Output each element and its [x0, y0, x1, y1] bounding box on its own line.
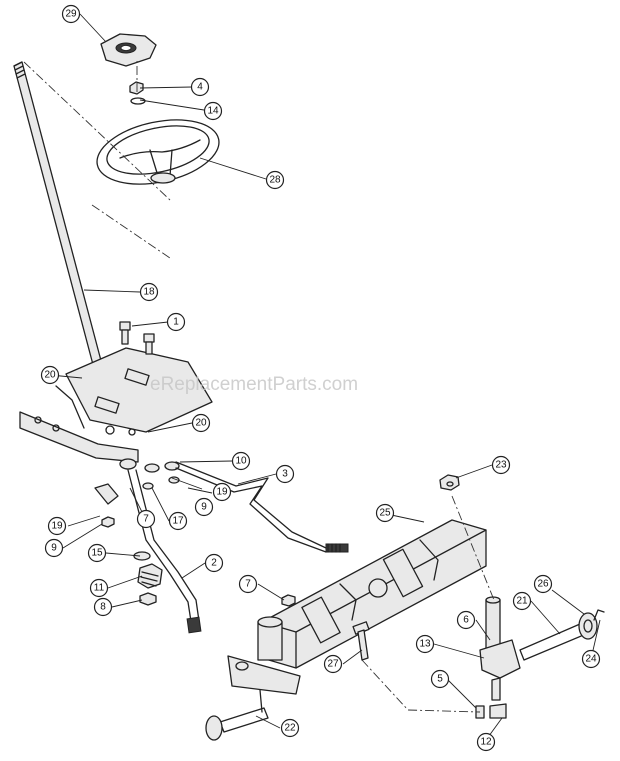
- callout-23: 23: [491, 455, 511, 475]
- svg-text:27: 27: [327, 659, 339, 670]
- svg-text:9: 9: [51, 543, 57, 554]
- svg-text:19: 19: [216, 487, 228, 498]
- callout-10: 10: [231, 451, 251, 471]
- svg-text:15: 15: [91, 548, 103, 559]
- callout-19: 19: [212, 482, 232, 502]
- drag-link: [127, 469, 202, 634]
- callout-9: 9: [194, 497, 214, 517]
- right-axle-shaft: [519, 612, 598, 661]
- callout-4: 4: [190, 77, 210, 97]
- callout-21: 21: [512, 591, 532, 611]
- callout-29: 29: [61, 4, 81, 24]
- steering-gear: [94, 483, 163, 606]
- callout-19: 19: [47, 516, 67, 536]
- callout-28: 28: [265, 170, 285, 190]
- axle-pivot-nut: [439, 474, 460, 491]
- callout-9: 9: [44, 538, 64, 558]
- svg-text:25: 25: [379, 508, 391, 519]
- svg-text:7: 7: [143, 514, 149, 525]
- callout-13: 13: [415, 634, 435, 654]
- callout-24: 24: [581, 649, 601, 669]
- svg-text:20: 20: [44, 370, 56, 381]
- callout-12: 12: [476, 732, 496, 752]
- svg-text:13: 13: [419, 639, 431, 650]
- svg-text:4: 4: [197, 82, 203, 93]
- callout-17: 17: [168, 511, 188, 531]
- svg-text:10: 10: [235, 456, 247, 467]
- svg-text:8: 8: [100, 602, 106, 613]
- bracket-bolt: [143, 333, 155, 355]
- callout-25: 25: [375, 503, 395, 523]
- svg-text:20: 20: [195, 418, 207, 429]
- callout-11: 11: [89, 578, 109, 598]
- callout-7: 7: [238, 574, 258, 594]
- steering-shaft: [13, 61, 105, 377]
- watermark: eReplacementParts.com: [150, 374, 358, 395]
- axle-pivot-bolt: [352, 621, 370, 661]
- assembly-line: [361, 659, 481, 713]
- callout-1: 1: [166, 312, 186, 332]
- callout-18: 18: [139, 282, 159, 302]
- pivot-bushing: [119, 458, 180, 490]
- callout-3: 3: [275, 464, 295, 484]
- svg-text:26: 26: [537, 579, 549, 590]
- svg-text:29: 29: [65, 9, 77, 20]
- callout-5: 5: [430, 669, 450, 689]
- steering-wheel: [96, 119, 220, 185]
- svg-text:11: 11: [94, 583, 105, 594]
- steering-washer: [130, 97, 146, 105]
- left-spindle-housing: [227, 616, 301, 695]
- svg-text:3: 3: [282, 469, 288, 480]
- callout-6: 6: [456, 610, 476, 630]
- svg-text:12: 12: [480, 737, 492, 748]
- steering-bracket: [19, 347, 213, 463]
- svg-text:24: 24: [585, 654, 597, 665]
- assembly-line: [91, 204, 171, 259]
- front-axle: [261, 519, 487, 669]
- svg-text:7: 7: [245, 579, 251, 590]
- svg-text:23: 23: [495, 460, 507, 471]
- callout-7: 7: [136, 509, 156, 529]
- callout-15: 15: [87, 543, 107, 563]
- svg-text:28: 28: [269, 175, 281, 186]
- svg-text:9: 9: [201, 502, 207, 513]
- svg-text:21: 21: [516, 596, 528, 607]
- callout-26: 26: [533, 574, 553, 594]
- callout-14: 14: [203, 101, 223, 121]
- svg-text:5: 5: [437, 674, 443, 685]
- svg-text:22: 22: [284, 723, 296, 734]
- steering-wheel-cap: [100, 33, 157, 67]
- callout-20: 20: [40, 365, 60, 385]
- callout-20: 20: [191, 413, 211, 433]
- right-spindle: [479, 596, 521, 701]
- assembly-line: [451, 495, 495, 601]
- callout-2: 2: [204, 553, 224, 573]
- callout-8: 8: [93, 597, 113, 617]
- left-wheel-spindle: [205, 689, 269, 741]
- svg-text:1: 1: [173, 317, 179, 328]
- svg-text:19: 19: [51, 521, 63, 532]
- callout-22: 22: [280, 718, 300, 738]
- callout-27: 27: [323, 654, 343, 674]
- svg-text:14: 14: [207, 106, 219, 117]
- bracket-bolt: [119, 321, 131, 345]
- steering-nut: [129, 81, 144, 95]
- svg-text:6: 6: [463, 615, 469, 626]
- svg-text:18: 18: [143, 287, 155, 298]
- svg-text:17: 17: [172, 516, 184, 527]
- svg-text:2: 2: [211, 558, 217, 569]
